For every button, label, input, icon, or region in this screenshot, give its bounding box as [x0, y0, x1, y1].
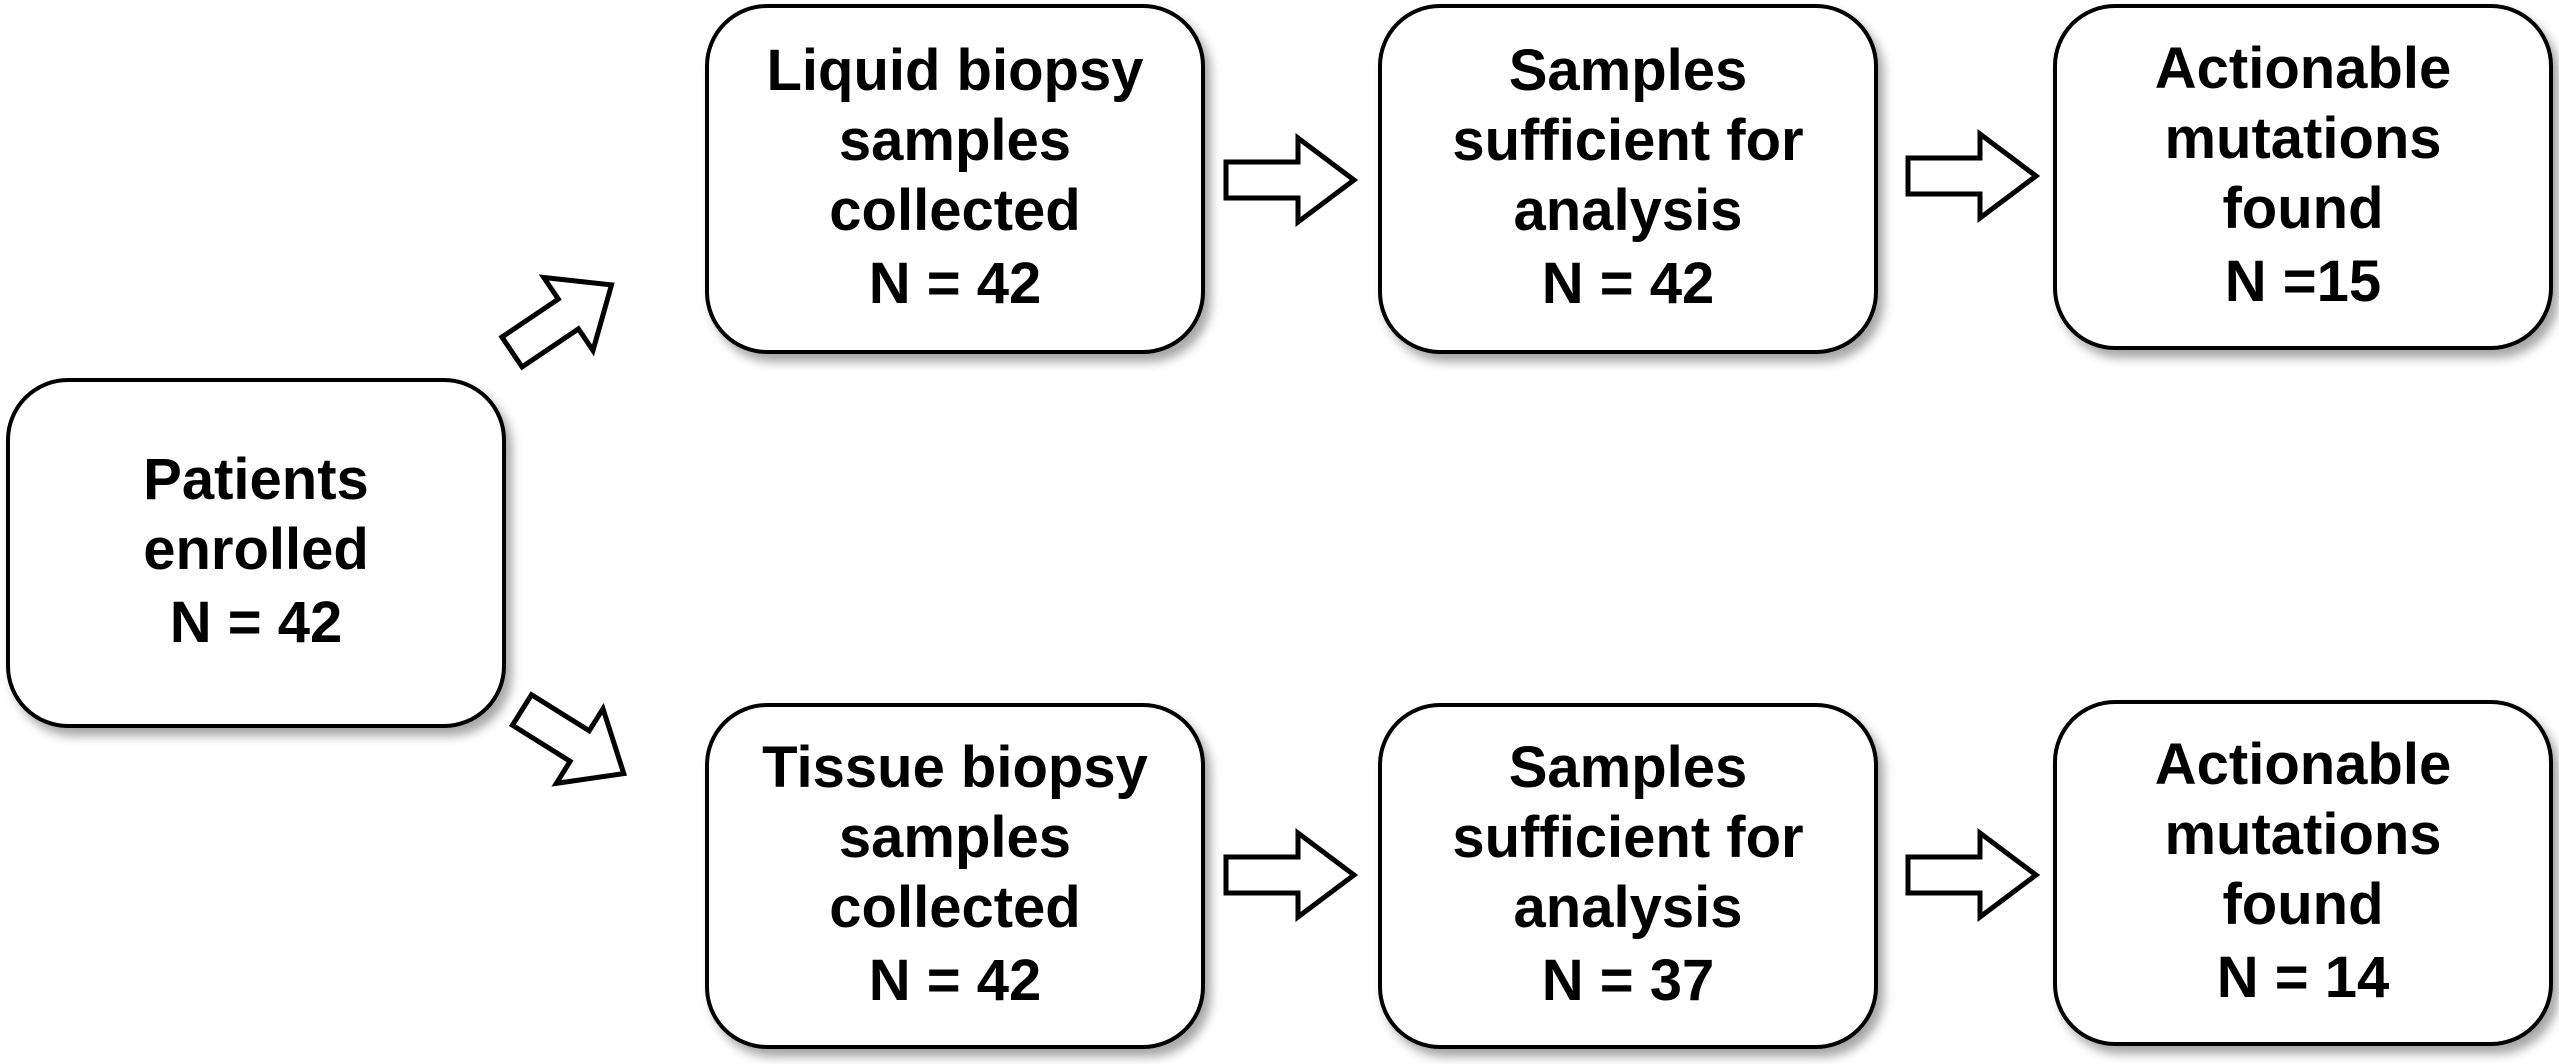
tissue-samples-sufficient-box: Samples sufficient for analysis N = 37 [1378, 703, 1878, 1049]
tissue-sufficient-line-3: analysis [1513, 875, 1743, 940]
tissue-collected-line-1: Tissue biopsy [762, 735, 1148, 800]
tissue-mutations-line-3: found [2222, 872, 2384, 937]
liquid-actionable-mutations-box: Actionable mutations found N =15 [2053, 4, 2553, 350]
tissue-biopsy-collected-box: Tissue biopsy samples collected N = 42 [705, 703, 1205, 1049]
tissue-sufficient-line-2: sufficient for [1452, 805, 1804, 870]
arrow-patients-to-tissue [509, 691, 628, 787]
liquid-mutations-count: N =15 [2224, 249, 2382, 314]
liquid-biopsy-collected-box: Liquid biopsy samples collected N = 42 [705, 4, 1205, 354]
arrow-patients-to-liquid [498, 274, 615, 371]
liquid-sufficient-count: N = 42 [1541, 251, 1715, 316]
arrow-liquid-collected-to-sufficient [1223, 133, 1359, 227]
tissue-sufficient-line-1: Samples [1508, 735, 1748, 800]
liquid-samples-sufficient-box: Samples sufficient for analysis N = 42 [1378, 4, 1878, 354]
tissue-collected-count: N = 42 [868, 948, 1042, 1013]
liquid-collected-count: N = 42 [868, 251, 1042, 316]
liquid-mutations-line-2: mutations [2164, 106, 2442, 171]
tissue-collected-line-2: samples [838, 805, 1072, 870]
patients-label-line-1: Patients [143, 447, 369, 512]
arrow-liquid-sufficient-to-mutations [1905, 129, 2041, 223]
liquid-collected-line-3: collected [829, 178, 1081, 243]
tissue-sufficient-count: N = 37 [1541, 948, 1715, 1013]
tissue-mutations-line-2: mutations [2164, 802, 2442, 867]
patients-label-line-2: enrolled [143, 517, 369, 582]
tissue-mutations-line-1: Actionable [2154, 732, 2452, 797]
liquid-collected-line-2: samples [838, 108, 1072, 173]
tissue-actionable-mutations-box: Actionable mutations found N = 14 [2053, 700, 2553, 1046]
liquid-collected-line-1: Liquid biopsy [766, 38, 1144, 103]
liquid-mutations-line-3: found [2222, 176, 2384, 241]
patients-count: N = 42 [169, 590, 343, 655]
liquid-sufficient-line-1: Samples [1508, 38, 1748, 103]
arrow-tissue-sufficient-to-mutations [1905, 828, 2041, 922]
patients-enrolled-box: Patients enrolled N = 42 [6, 378, 506, 728]
liquid-mutations-line-1: Actionable [2154, 36, 2452, 101]
liquid-sufficient-line-3: analysis [1513, 178, 1743, 243]
arrow-tissue-collected-to-sufficient [1223, 828, 1359, 922]
tissue-mutations-count: N = 14 [2216, 945, 2390, 1010]
liquid-sufficient-line-2: sufficient for [1452, 108, 1804, 173]
tissue-collected-line-3: collected [829, 875, 1081, 940]
